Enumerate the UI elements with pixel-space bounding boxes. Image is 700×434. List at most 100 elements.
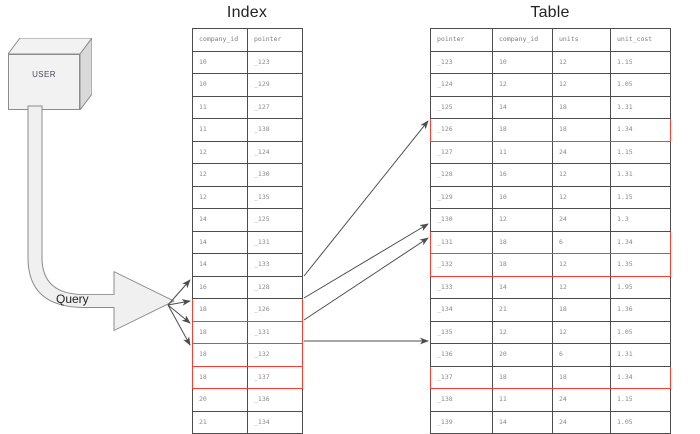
index-cell-company-id: 14 bbox=[192, 253, 248, 277]
table-col-company-id: company_id bbox=[492, 28, 553, 52]
table-title: Table bbox=[530, 4, 570, 21]
table-cell-company-id: 10 bbox=[492, 50, 553, 74]
index-cell-pointer: _133 bbox=[247, 253, 303, 277]
table-cell-unit-cost: 1.31 bbox=[610, 163, 671, 187]
index-row: 12_135 bbox=[192, 185, 303, 209]
index-cell-company-id: 10 bbox=[192, 50, 248, 74]
table-cell-units: 12 bbox=[552, 185, 611, 209]
table-cell-units: 18 bbox=[552, 365, 611, 389]
index-cell-pointer: _128 bbox=[247, 275, 303, 299]
table-cell-pointer: _130 bbox=[430, 208, 493, 232]
index-row: 14_125 bbox=[192, 208, 303, 232]
table-cell-units: 18 bbox=[552, 298, 611, 322]
index-col-company-id: company_id bbox=[192, 28, 248, 52]
index-row: 18_126 bbox=[192, 298, 303, 322]
table-cell-company-id: 16 bbox=[492, 163, 553, 187]
index-row: 12_124 bbox=[192, 140, 303, 164]
table-cell-units: 12 bbox=[552, 253, 611, 277]
table-cell-unit-cost: 1.95 bbox=[610, 275, 671, 299]
table-cell-pointer: _127 bbox=[430, 140, 493, 164]
index-row: 11_138 bbox=[192, 118, 303, 142]
index-cell-pointer: _126 bbox=[247, 298, 303, 322]
table-cell-pointer: _129 bbox=[430, 185, 493, 209]
index-cell-company-id: 16 bbox=[192, 275, 248, 299]
table-cell-company-id: 11 bbox=[492, 140, 553, 164]
table-cell-pointer: _133 bbox=[430, 275, 493, 299]
table-cell-units: 12 bbox=[552, 320, 611, 344]
query-arrow-shape[interactable] bbox=[20, 104, 200, 339]
user-cube-icon bbox=[8, 38, 92, 110]
table-cell-company-id: 14 bbox=[492, 275, 553, 299]
table-cell-company-id: 18 bbox=[492, 230, 553, 254]
table-cell-pointer: _134 bbox=[430, 298, 493, 322]
table-cell-company-id: 12 bbox=[492, 208, 553, 232]
index-cell-company-id: 18 bbox=[192, 320, 248, 344]
table-cell-units: 18 bbox=[552, 118, 611, 142]
index-cell-pointer: _135 bbox=[247, 185, 303, 209]
table-cell-pointer: _137 bbox=[430, 365, 493, 389]
index-cell-company-id: 14 bbox=[192, 208, 248, 232]
table-cell-unit-cost: 1.34 bbox=[610, 365, 671, 389]
index-cell-company-id: 11 bbox=[192, 95, 248, 119]
table-cell-unit-cost: 1.36 bbox=[610, 298, 671, 322]
table-cell-pointer: _124 bbox=[430, 73, 493, 97]
table-cell-pointer: _132 bbox=[430, 253, 493, 277]
table-cell-unit-cost: 1.15 bbox=[610, 140, 671, 164]
table-cell-company-id: 21 bbox=[492, 298, 553, 322]
index-cell-pointer: _124 bbox=[247, 140, 303, 164]
table-cell-pointer: _125 bbox=[430, 95, 493, 119]
table-cell-unit-cost: 1.3 bbox=[610, 208, 671, 232]
table-cell-unit-cost: 1.31 bbox=[610, 343, 671, 367]
index-cell-pointer: _138 bbox=[247, 118, 303, 142]
index-cell-pointer: _134 bbox=[247, 410, 303, 434]
index-cell-pointer: _129 bbox=[247, 73, 303, 97]
table-col-pointer: pointer bbox=[430, 28, 493, 52]
table-cell-unit-cost: 1.05 bbox=[610, 410, 671, 434]
index-row: 10_123 bbox=[192, 50, 303, 74]
index-row: 16_128 bbox=[192, 275, 303, 299]
index-row: 12_130 bbox=[192, 163, 303, 187]
table-cell-company-id: 12 bbox=[492, 320, 553, 344]
index-cell-company-id: 18 bbox=[192, 298, 248, 322]
table-cell-company-id: 20 bbox=[492, 343, 553, 367]
index-cell-company-id: 14 bbox=[192, 230, 248, 254]
index-col-pointer: pointer bbox=[247, 28, 303, 52]
index-row: 18_137 bbox=[192, 365, 303, 389]
table-cell-unit-cost: 1.15 bbox=[610, 50, 671, 74]
table-cell-unit-cost: 1.35 bbox=[610, 253, 671, 277]
index-cell-pointer: _131 bbox=[247, 230, 303, 254]
table-cell-pointer: _123 bbox=[430, 50, 493, 74]
index-title: Index bbox=[226, 4, 268, 21]
index-cell-company-id: 12 bbox=[192, 185, 248, 209]
index-row: 11_127 bbox=[192, 95, 303, 119]
table-cell-pointer: _135 bbox=[430, 320, 493, 344]
index-cell-company-id: 10 bbox=[192, 73, 248, 97]
table-cell-units: 6 bbox=[552, 230, 611, 254]
table-cell-units: 24 bbox=[552, 208, 611, 232]
index-cell-pointer: _136 bbox=[247, 388, 303, 412]
table-cell-unit-cost: 1.05 bbox=[610, 320, 671, 344]
table-cell-unit-cost: 1.31 bbox=[610, 95, 671, 119]
table-cell-unit-cost: 1.34 bbox=[610, 230, 671, 254]
table-cell-company-id: 11 bbox=[492, 388, 553, 412]
table-cell-company-id: 18 bbox=[492, 253, 553, 277]
index-cell-pointer: _130 bbox=[247, 163, 303, 187]
table-cell-pointer: _131 bbox=[430, 230, 493, 254]
